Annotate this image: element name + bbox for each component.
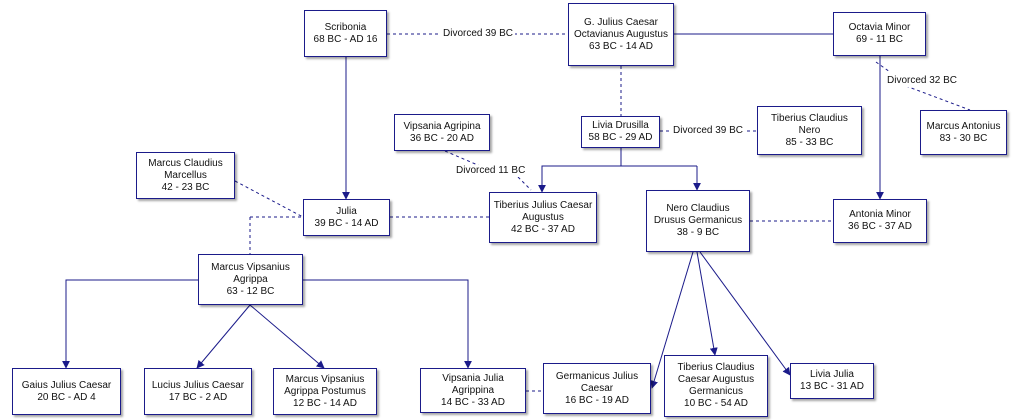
arrow-drusus-livilla	[699, 251, 791, 376]
node-tiberius[interactable]: Tiberius Julius Caesar Augustus 42 BC - …	[489, 192, 597, 243]
node-julia[interactable]: Julia 39 BC - 14 AD	[303, 199, 390, 236]
node-dates: 12 BC - 14 AD	[293, 397, 357, 409]
node-dates: 36 BC - 37 AD	[848, 221, 912, 232]
node-dates: 85 - 33 BC	[785, 136, 834, 148]
node-dates: 63 - 12 BC	[226, 285, 275, 297]
node-name-line2: Agrippina	[451, 384, 495, 396]
arrow-drusus-claudius	[696, 251, 718, 356]
node-gaius[interactable]: Gaius Julius Caesar 20 BC - AD 4	[12, 368, 121, 415]
node-name-line2: Caesar Augustus	[677, 374, 755, 385]
node-name-line1: Marcus Vipsanius	[285, 373, 365, 385]
edge-label-octavia-antonius: Divorced 32 BC	[885, 75, 960, 87]
arrow-agrippa-agrippina	[303, 279, 472, 369]
node-name-line2: Augustus	[522, 211, 564, 223]
edge-label-scribonia-augustus: Divorced 39 BC	[441, 28, 516, 40]
node-drusus[interactable]: Nero Claudius Drusus Germanicus 38 - 9 B…	[646, 190, 750, 252]
node-claudius[interactable]: Tiberius Claudius Caesar Augustus German…	[664, 355, 768, 417]
node-scribonia[interactable]: Scribonia 68 BC - AD 16	[304, 10, 387, 57]
node-postumus[interactable]: Marcus Vipsanius Agrippa Postumus 12 BC …	[273, 368, 377, 415]
node-name: Antonia Minor	[849, 209, 911, 220]
node-livia-drusilla[interactable]: Livia Drusilla 58 BC - 29 AD	[581, 116, 660, 148]
node-dates: 17 BC - 2 AD	[168, 391, 228, 403]
node-name-line1: Nero Claudius	[666, 203, 730, 214]
node-name: Vipsania Agripina	[403, 120, 481, 132]
node-dates: 38 - 9 BC	[676, 227, 720, 238]
node-dates: 13 BC - 31 AD	[800, 381, 864, 392]
node-germanicus[interactable]: Germanicus Julius Caesar 16 BC - 19 AD	[543, 363, 651, 414]
node-vipsania-agripina[interactable]: Vipsania Agripina 36 BC - 20 AD	[394, 114, 490, 151]
node-agrippina[interactable]: Vipsania Julia Agrippina 14 BC - 33 AD	[420, 368, 526, 413]
edge-label-livia-tib-nero: Divorced 39 BC	[671, 125, 746, 137]
node-name: Octavia Minor	[848, 22, 911, 33]
node-name-line3: Germanicus	[689, 386, 743, 397]
node-dates: 42 - 23 BC	[161, 181, 210, 193]
node-dates: 63 BC - 14 AD	[589, 40, 653, 52]
node-dates: 83 - 30 BC	[939, 132, 988, 144]
node-dates: 69 - 11 BC	[855, 34, 904, 45]
arrow-agrippa-postumus	[249, 304, 325, 369]
node-name-line1: Germanicus Julius	[555, 370, 639, 382]
node-agrippa[interactable]: Marcus Vipsanius Agrippa 63 - 12 BC	[198, 254, 303, 305]
marriage-line-marcellus-julia	[234, 180, 304, 218]
node-lucius[interactable]: Lucius Julius Caesar 17 BC - 2 AD	[144, 368, 252, 415]
node-marcellus[interactable]: Marcus Claudius Marcellus 42 - 23 BC	[136, 152, 235, 199]
node-name-line2: Caesar	[580, 382, 614, 394]
node-dates: 10 BC - 54 AD	[684, 398, 748, 409]
node-name-line1: G. Julius Caesar	[584, 16, 658, 28]
node-name-line1: Vipsania Julia	[442, 372, 504, 384]
node-name: Julia	[336, 205, 357, 217]
node-name-line2: Drusus Germanicus	[653, 215, 743, 226]
node-name: Marcus Antonius	[926, 120, 1001, 132]
node-antonia-minor[interactable]: Antonia Minor 36 BC - 37 AD	[833, 199, 927, 243]
node-name-line2: Marcellus	[164, 169, 207, 181]
node-name-line2: Agrippa	[233, 273, 268, 285]
node-dates: 42 BC - 37 AD	[511, 223, 575, 235]
node-tiberius-claudius-nero[interactable]: Tiberius Claudius Nero 85 - 33 BC	[757, 106, 862, 155]
node-name-line1: Marcus Claudius	[148, 157, 223, 169]
node-antonius[interactable]: Marcus Antonius 83 - 30 BC	[920, 110, 1007, 155]
node-dates: 36 BC - 20 AD	[410, 132, 474, 144]
node-name: Livia Julia	[810, 369, 854, 380]
node-name: Gaius Julius Caesar	[21, 379, 112, 391]
node-dates: 16 BC - 19 AD	[565, 394, 629, 406]
node-name: Lucius Julius Caesar	[151, 379, 245, 391]
marriage-line-vipsania-tiberius	[444, 150, 481, 167]
node-name-line1: Tiberius Julius Caesar	[493, 199, 593, 211]
node-name-line2: Nero	[798, 124, 821, 136]
node-dates: 58 BC - 29 AD	[588, 132, 653, 143]
node-augustus[interactable]: G. Julius Caesar Octavianus Augustus 63 …	[568, 3, 674, 66]
arrow-agrippa-gaius	[62, 279, 198, 369]
node-name-line2: Agrippa Postumus	[284, 385, 366, 397]
node-octavia[interactable]: Octavia Minor 69 - 11 BC	[833, 12, 926, 56]
node-dates: 68 BC - AD 16	[313, 33, 378, 45]
node-name-line1: Tiberius Claudius	[677, 362, 755, 373]
arrow-agrippa-lucius	[196, 304, 251, 369]
node-name: Scribonia	[324, 21, 367, 33]
arrow-drusus-germanicus	[650, 251, 694, 389]
marriage-line-octavia-antonius	[875, 61, 891, 73]
node-livia-julia[interactable]: Livia Julia 13 BC - 31 AD	[790, 363, 874, 399]
node-name-line2: Octavianus Augustus	[574, 28, 668, 40]
node-dates: 14 BC - 33 AD	[441, 396, 505, 408]
marriage-line-octavia-antonius-2	[905, 85, 971, 111]
node-name-line1: Tiberius Claudius	[771, 112, 848, 124]
marriage-line-vipsania-tiberius-2	[517, 176, 532, 191]
node-name-line1: Marcus Vipsanius	[211, 261, 290, 273]
node-name: Livia Drusilla	[592, 120, 649, 131]
line-livia-children	[541, 148, 622, 194]
node-dates: 20 BC - AD 4	[37, 391, 96, 403]
edge-label-vipsania-tiberius: Divorced 11 BC	[454, 165, 528, 177]
node-dates: 39 BC - 14 AD	[314, 217, 379, 229]
